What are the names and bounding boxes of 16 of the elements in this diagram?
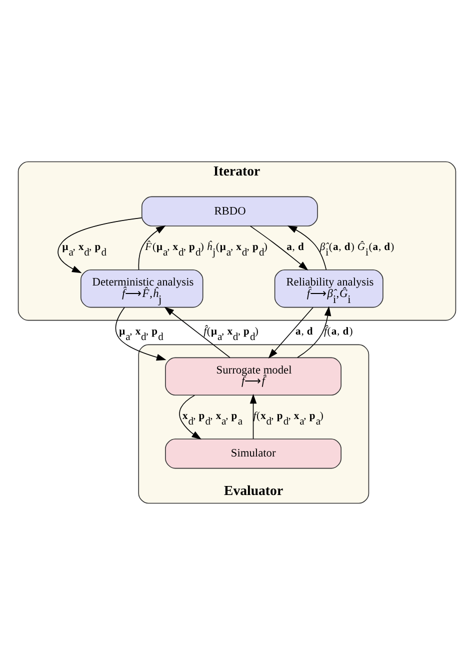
arrow [250, 225, 308, 270]
edge-label: f̂(a, d) [324, 326, 353, 337]
edge-label: a, d [296, 326, 313, 337]
arrow [268, 306, 314, 358]
arrow [115, 306, 166, 360]
arrow [58, 216, 142, 273]
arrow [287, 224, 327, 270]
node-box: Surrogate model f⟶f̂ [165, 356, 342, 396]
arrow [179, 394, 202, 440]
arrow [164, 306, 230, 358]
node-box: Simulator [165, 438, 342, 468]
arrow [250, 393, 257, 439]
edge-label: a, d [286, 241, 304, 252]
arrow [138, 224, 166, 270]
arrow [297, 306, 332, 358]
node-box: RBDO [141, 196, 318, 226]
